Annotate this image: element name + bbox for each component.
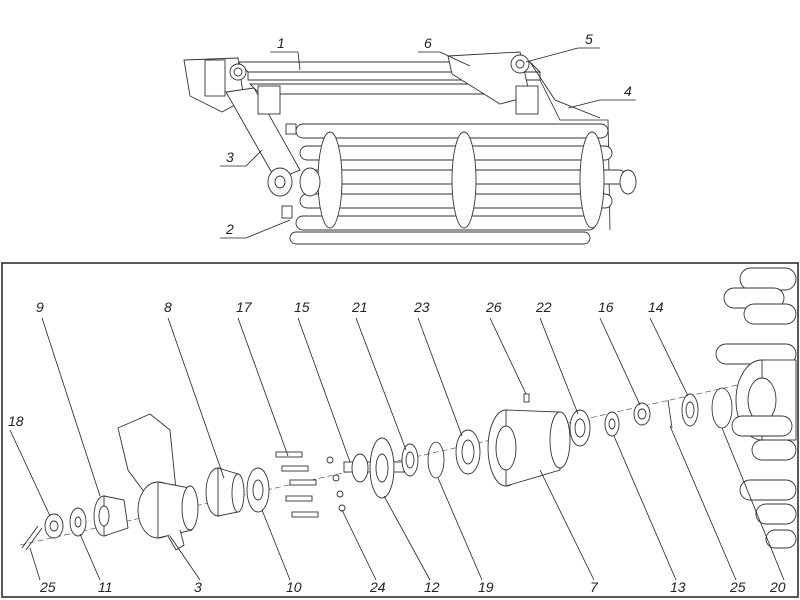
label-3: 3 (226, 149, 234, 165)
label-13: 13 (670, 579, 686, 595)
label-19: 19 (478, 579, 494, 595)
label-8: 8 (164, 299, 172, 315)
label-3b: 3 (194, 579, 202, 595)
part-3-arm (117, 413, 199, 551)
label-16: 16 (598, 299, 614, 315)
label-25a: 25 (39, 579, 56, 595)
part-8-cone (205, 467, 245, 517)
part-13-washer (604, 411, 620, 437)
part-20-roller (715, 267, 797, 549)
label-17: 17 (236, 299, 253, 315)
label-12: 12 (424, 579, 440, 595)
label-1: 1 (277, 35, 285, 51)
label-11: 11 (98, 579, 113, 595)
label-24: 24 (369, 579, 386, 595)
part-19-circlip (427, 441, 445, 479)
label-4: 4 (624, 83, 632, 99)
label-5: 5 (585, 31, 593, 47)
part-25-cotter-pin (21, 525, 43, 551)
exploded-hub-view: 9 8 17 15 21 23 26 22 16 14 18 25 11 3 1… (8, 267, 797, 595)
label-20: 20 (769, 579, 786, 595)
part-10-washer (246, 467, 270, 513)
label-7: 7 (590, 579, 599, 595)
label-26: 26 (485, 299, 502, 315)
part-17-bolts (275, 451, 319, 518)
part-25-cotter-pin-2 (667, 399, 673, 429)
part-14-cap (681, 393, 699, 427)
part-24-nuts (326, 456, 346, 512)
part-22-bearing (569, 409, 591, 447)
roller-assembly-view: 1 2 3 4 5 6 (183, 31, 637, 245)
part-15-axle (343, 437, 405, 499)
part-16-castle-nut (633, 402, 651, 426)
label-25b: 25 (729, 579, 746, 595)
label-14: 14 (648, 299, 664, 315)
label-2: 2 (225, 221, 234, 237)
part-21-bearing (401, 443, 419, 477)
part-11-washer (69, 507, 87, 537)
label-10: 10 (286, 579, 302, 595)
label-6: 6 (424, 35, 432, 51)
part-18-castle-nut (44, 513, 64, 539)
part-7-hub (487, 409, 571, 487)
label-21: 21 (351, 299, 368, 315)
label-9: 9 (36, 299, 44, 315)
detail-frame (1, 262, 799, 598)
part-9-cone (93, 495, 129, 537)
part-26-grease-nipple (523, 393, 530, 403)
label-15: 15 (294, 299, 310, 315)
label-18: 18 (8, 413, 24, 429)
label-23: 23 (413, 299, 430, 315)
part-23-bearing (455, 429, 481, 475)
label-22: 22 (535, 299, 552, 315)
